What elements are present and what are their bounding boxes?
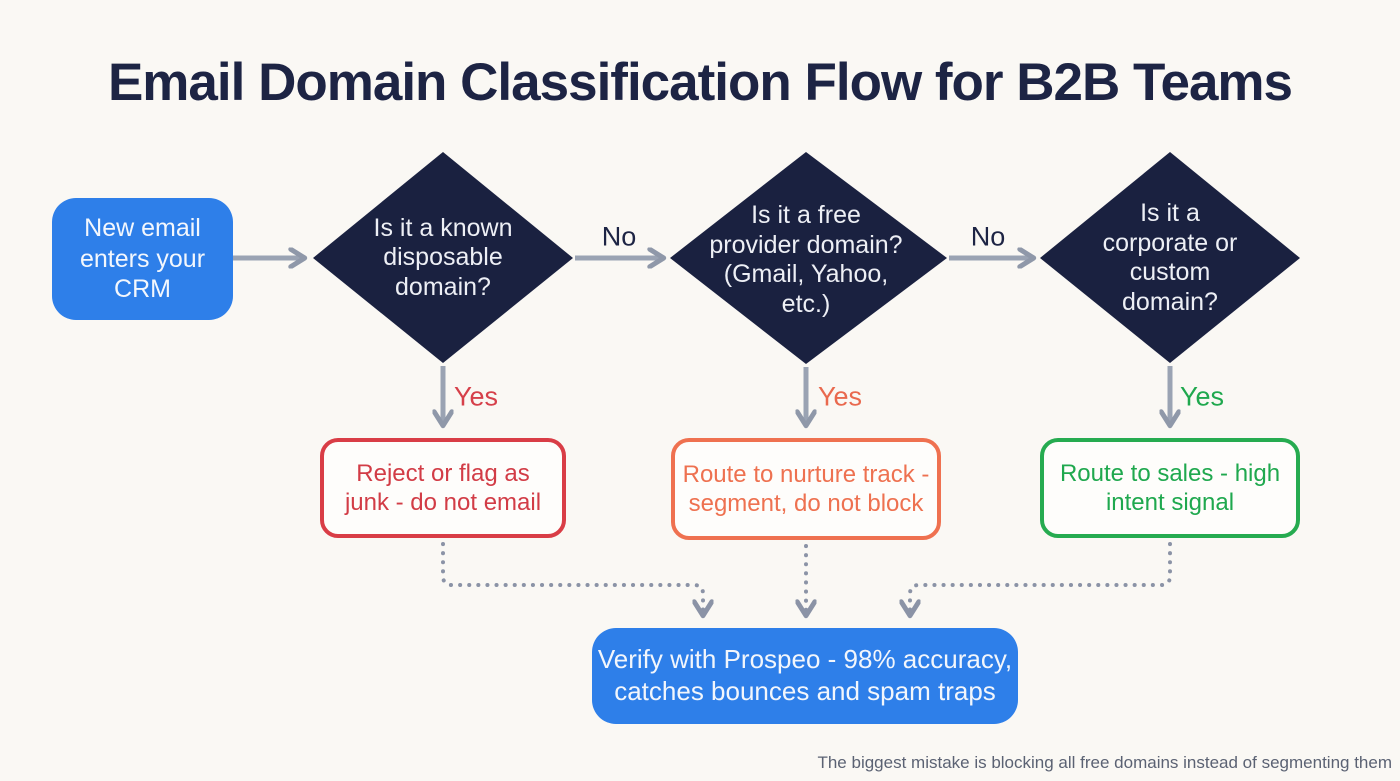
edge-label-yes-2: Yes	[817, 381, 863, 412]
edge-label-yes-3: Yes	[1179, 381, 1225, 412]
decision-label-disposable: Is it a known disposable domain?	[373, 213, 513, 301]
page-title: Email Domain Classification Flow for B2B…	[107, 53, 1293, 112]
edge-label-yes-1: Yes	[453, 381, 499, 412]
decision-label-free-provider: Is it a free provider domain? (Gmail, Ya…	[709, 201, 903, 318]
outcome-node-sales: Route to sales - high intent signal	[1040, 438, 1300, 538]
verify-node: Verify with Prospeo - 98% accuracy, catc…	[592, 628, 1018, 724]
start-node: New email enters your CRM	[52, 198, 233, 320]
footer-caption: The biggest mistake is blocking all free…	[817, 753, 1392, 772]
outcome-node-reject: Reject or flag as junk - do not email	[320, 438, 566, 538]
decision-diamond-free-provider	[670, 152, 947, 364]
decision-diamond-disposable	[313, 152, 573, 363]
dotted-reject-to-verify	[441, 542, 703, 614]
decision-diamond-corporate	[1040, 152, 1300, 363]
edge-label-no-2: No	[970, 221, 1006, 252]
edge-label-no-1: No	[601, 221, 637, 252]
decision-label-corporate: Is it a corporate or custom domain?	[1102, 199, 1238, 316]
dotted-sales-to-verify	[910, 542, 1172, 614]
outcome-node-nurture: Route to nurture track - segment, do not…	[671, 438, 941, 540]
